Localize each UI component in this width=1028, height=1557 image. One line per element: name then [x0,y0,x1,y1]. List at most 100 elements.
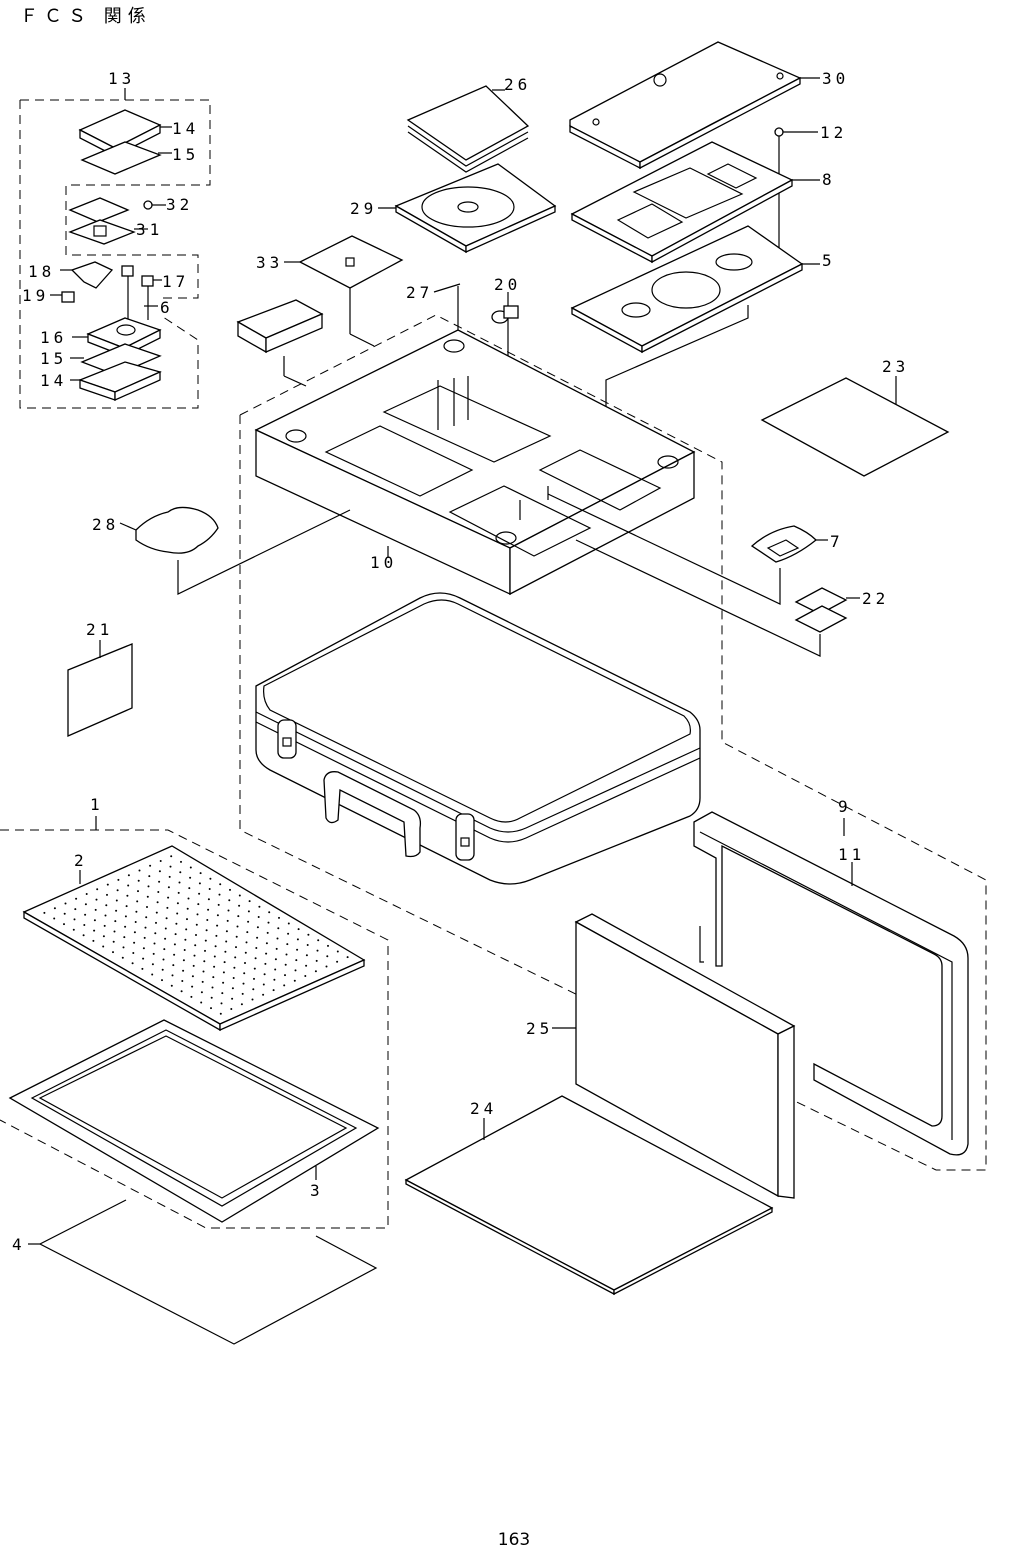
callout-3: 3 [310,1181,324,1200]
perforation-dot [194,944,196,946]
perforation-dot [163,959,165,961]
perforation-dot [235,946,237,948]
perforation-dot [241,1003,243,1005]
perforation-dot [233,967,235,969]
perforation-dot [176,913,178,915]
perforation-dot [200,1002,202,1004]
perforation-dot [219,883,221,885]
page-number: 163 [0,1530,1028,1550]
perforation-dot [174,943,176,945]
perforation-dot [152,963,154,965]
perforation-dot [200,872,202,874]
perforation-dot [153,953,155,955]
perforation-dot [103,935,105,937]
perforation-dot [295,959,297,961]
perforation-dot [157,901,159,903]
part-19-block [50,292,74,302]
part-29-disc-tray [378,164,555,252]
perforation-dot [114,920,116,922]
perforation-dot [159,870,161,872]
perforation-dot [112,951,114,953]
perforation-dot [125,915,127,917]
perforation-dot [221,992,223,994]
callout-16: 16 [40,328,67,347]
callout-2: 2 [74,851,88,870]
perforation-dot [337,951,339,953]
perforation-dot [218,904,220,906]
perforation-dot [248,910,250,912]
callout-33: 33 [256,253,283,272]
perforation-dot [295,969,297,971]
callout-6: 6 [160,298,174,317]
perforation-dot [249,900,251,902]
perforation-dot [268,911,270,913]
perforation-dot [161,979,163,981]
perforation-dot [142,958,144,960]
perforation-dot [94,919,96,921]
perforation-dot [263,984,265,986]
perforation-dot [160,860,162,862]
perforation-dot [83,924,85,926]
perforation-dot [211,997,213,999]
perforation-dot [298,928,300,930]
perforation-dot [132,962,134,964]
callout-1: 1 [90,795,104,814]
callout-28: 28 [92,515,119,534]
perforation-dot [184,939,186,941]
perforation-dot [304,975,306,977]
perforation-dot [307,944,309,946]
perforation-dot [278,917,280,919]
part-28-spacer [120,507,350,594]
perforation-dot [173,954,175,956]
perforation-dot [216,925,218,927]
part-23-sheet [762,376,948,476]
perforation-dot [204,950,206,952]
perforation-dot [255,957,257,959]
callout-23: 23 [882,357,909,376]
perforation-dot [105,915,107,917]
perforation-dot [124,926,126,928]
perforation-dot [74,908,76,910]
perforation-dot [252,988,254,990]
callout-11: 11 [838,845,865,864]
callout-29: 29 [350,199,377,218]
perforation-dot [134,931,136,933]
perforation-dot [127,885,129,887]
part-32-screw [144,201,166,209]
perforation-dot [189,877,191,879]
perforation-dot [317,950,319,952]
perforation-dot [220,1013,222,1015]
callout-14-bottom: 14 [40,371,67,390]
perforation-dot [224,951,226,953]
perforation-dot [63,923,65,925]
perforation-dot [297,938,299,940]
perforation-dot [253,978,255,980]
callout-22: 22 [862,589,889,608]
callout-7: 7 [830,532,844,551]
part-17-blocks [122,266,162,320]
perforation-dot [257,926,259,928]
perforation-dot [226,930,228,932]
perforation-dot [194,955,196,957]
perforation-dot [171,985,173,987]
perforation-dot [143,947,145,949]
perforation-dot [155,922,157,924]
perforation-dot [256,937,258,939]
perforation-dot [287,933,289,935]
perforation-dot [115,910,117,912]
perforation-dot [141,968,143,970]
perforation-dot [326,955,328,957]
callout-20: 20 [494,275,521,294]
perforation-dot [242,993,244,995]
perforation-dot [53,918,55,920]
perforation-dot [266,942,268,944]
perforation-dot [154,932,156,934]
perforation-dot [197,913,199,915]
perforation-dot [169,876,171,878]
perforation-dot [196,924,198,926]
part-22-pads [576,540,860,656]
callout-13: 13 [108,69,135,88]
perforation-dot [247,921,249,923]
perforation-dot [227,920,229,922]
part-4-sheet [28,1200,376,1344]
